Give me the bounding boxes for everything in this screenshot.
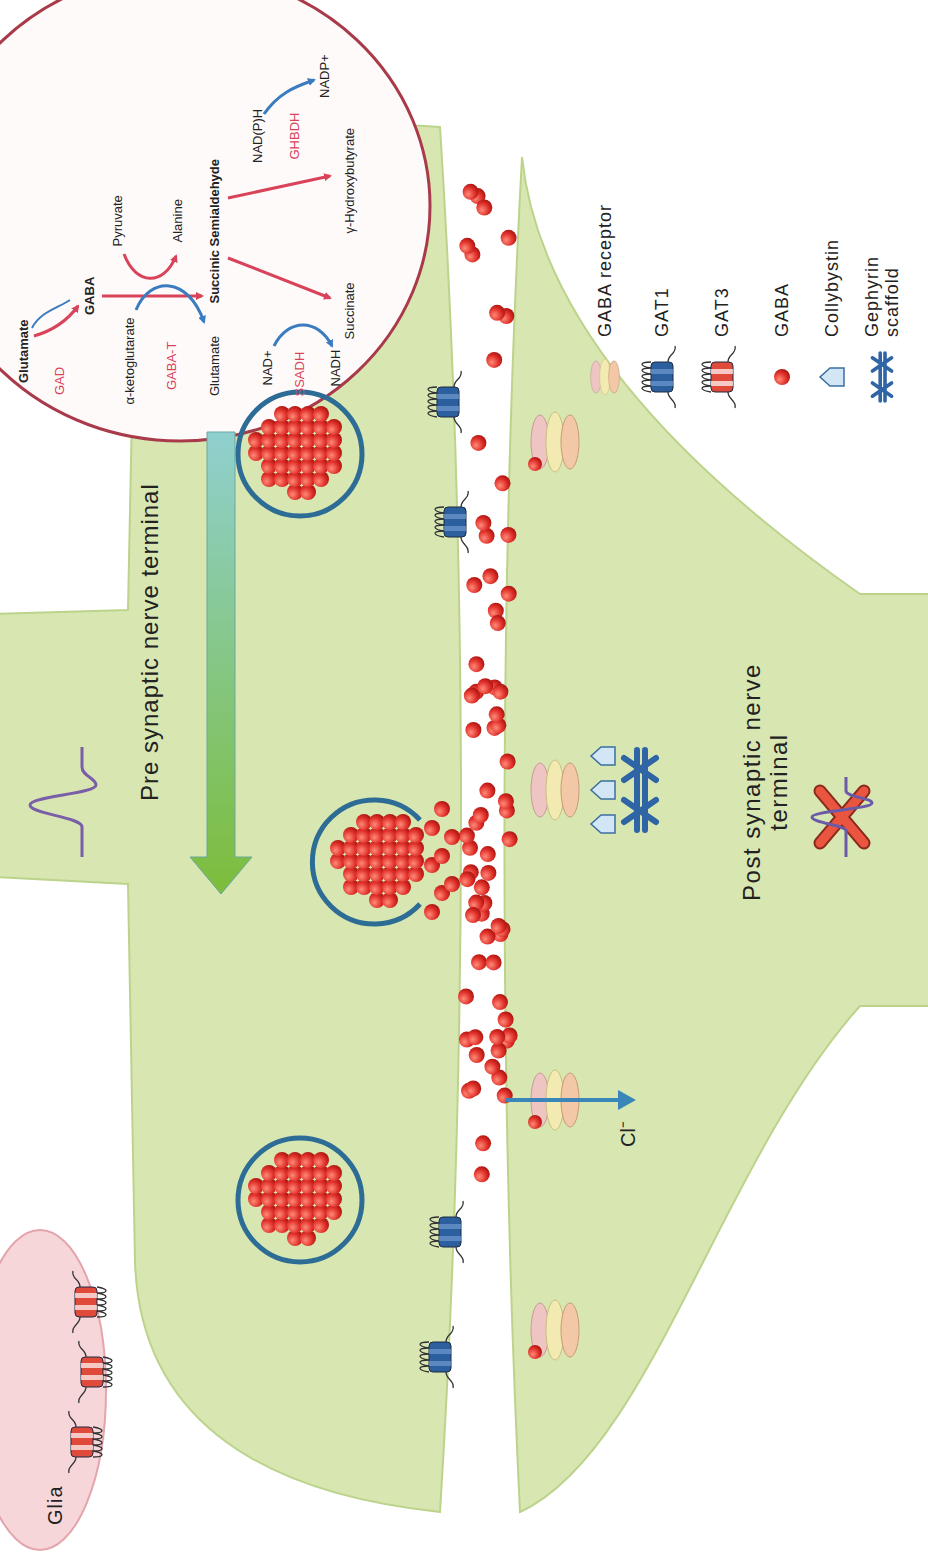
metabolite-label: NADH [329, 350, 344, 387]
metabolite-label: NADP+ [318, 54, 333, 98]
enzyme-label: GHBDH [288, 113, 303, 160]
metabolite-label: Alanine [171, 199, 186, 242]
enzyme-label: SSADH [293, 352, 308, 397]
chloride-arrow [505, 1098, 622, 1102]
legend-label: GABA receptor [595, 204, 616, 337]
metabolite-label: Succinic Semialdehyde [208, 159, 223, 304]
presynaptic-terminal-outline [0, 112, 470, 1522]
region-label: Glia [44, 1485, 67, 1525]
legend-label: Gephyrin scaffold [862, 225, 903, 337]
glia-cell: Glia [0, 1227, 112, 1552]
region-label: Pre synaptic nerve terminal [136, 483, 164, 801]
enzyme-label: GAD [53, 367, 68, 395]
region-label: Post synaptic nerve terminal [738, 617, 793, 947]
presynaptic-terminal: Pre synaptic nerve terminal [0, 112, 470, 1522]
metabolite-label: NAD+ [261, 350, 276, 385]
postsynaptic-terminal-outline [500, 132, 928, 1522]
ion-label: Cl⁻ [617, 1121, 640, 1147]
postsynaptic-terminal: Post synaptic nerve terminal [500, 132, 928, 1522]
metabolite-label: Glutamate [17, 319, 32, 383]
metabolite-label: γ-Hydroxybutyrate [343, 128, 358, 233]
legend-label: GABA [772, 283, 793, 337]
metabolite-label: NAD(P)H [251, 109, 266, 163]
legend-label: GAT1 [652, 287, 673, 337]
enzyme-label: GABA-T [165, 342, 180, 390]
metabolism-circle: GlutamateGAD GABA α-ketoglutarate GABA-T Pyr… [0, 0, 432, 436]
metabolite-label: Glutamate [208, 336, 223, 396]
legend-label: GAT3 [712, 287, 733, 337]
legend-label: Collybystin [822, 239, 843, 337]
metabolite-label: Succinate [343, 282, 358, 339]
metabolite-label: α-ketoglutarate [123, 317, 138, 404]
metabolite-label: GABA [83, 277, 98, 315]
metabolite-label: Pyruvate [111, 195, 126, 246]
